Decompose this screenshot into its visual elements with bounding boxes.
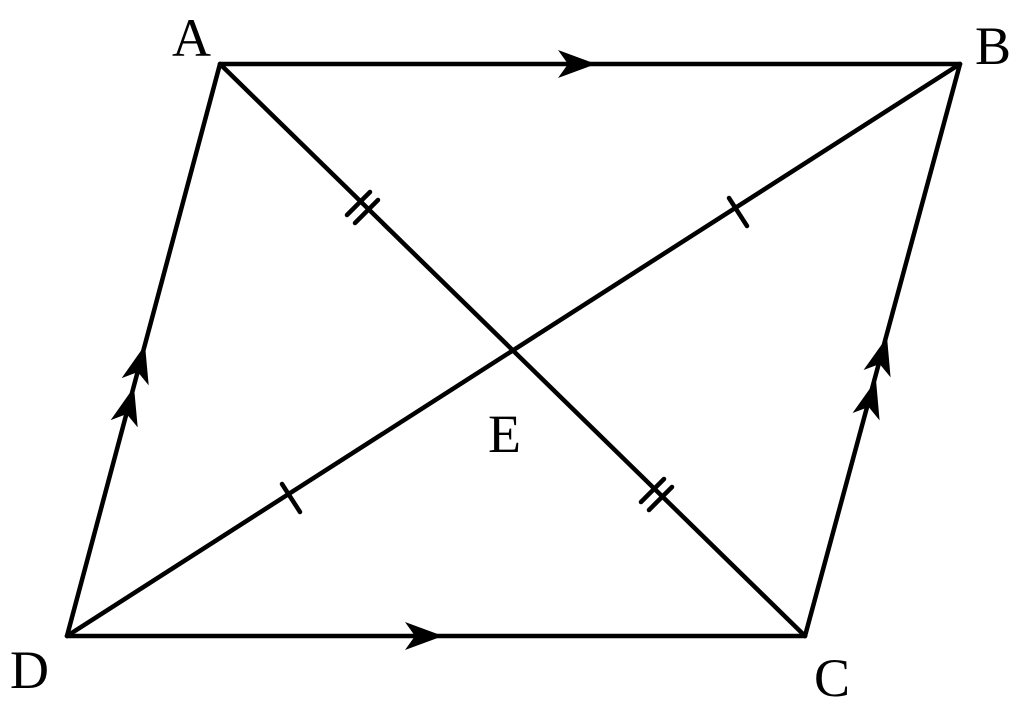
vertex-label-d: D [10,640,49,700]
diagonal-db [64,61,963,639]
tick-db-upper [726,195,750,229]
tick-db-lower [279,481,303,515]
vertex-label-b: B [975,16,1011,76]
tick-ac-upper-1 [344,189,373,218]
tick-ac-lower-2 [646,484,675,513]
arrow-ab [558,50,596,78]
arrow-cb-lower [852,380,880,421]
tick-ac-upper-2 [352,197,381,226]
arrow-da-lower [110,387,138,428]
arrow-dc [405,622,443,650]
vertex-label-c: C [814,648,850,703]
arrow-da-upper [121,345,149,386]
vertex-label-e: E [488,404,521,464]
tick-ac-lower-1 [638,476,667,505]
arrow-cb-upper [863,337,891,378]
vertex-label-a: A [172,8,211,68]
